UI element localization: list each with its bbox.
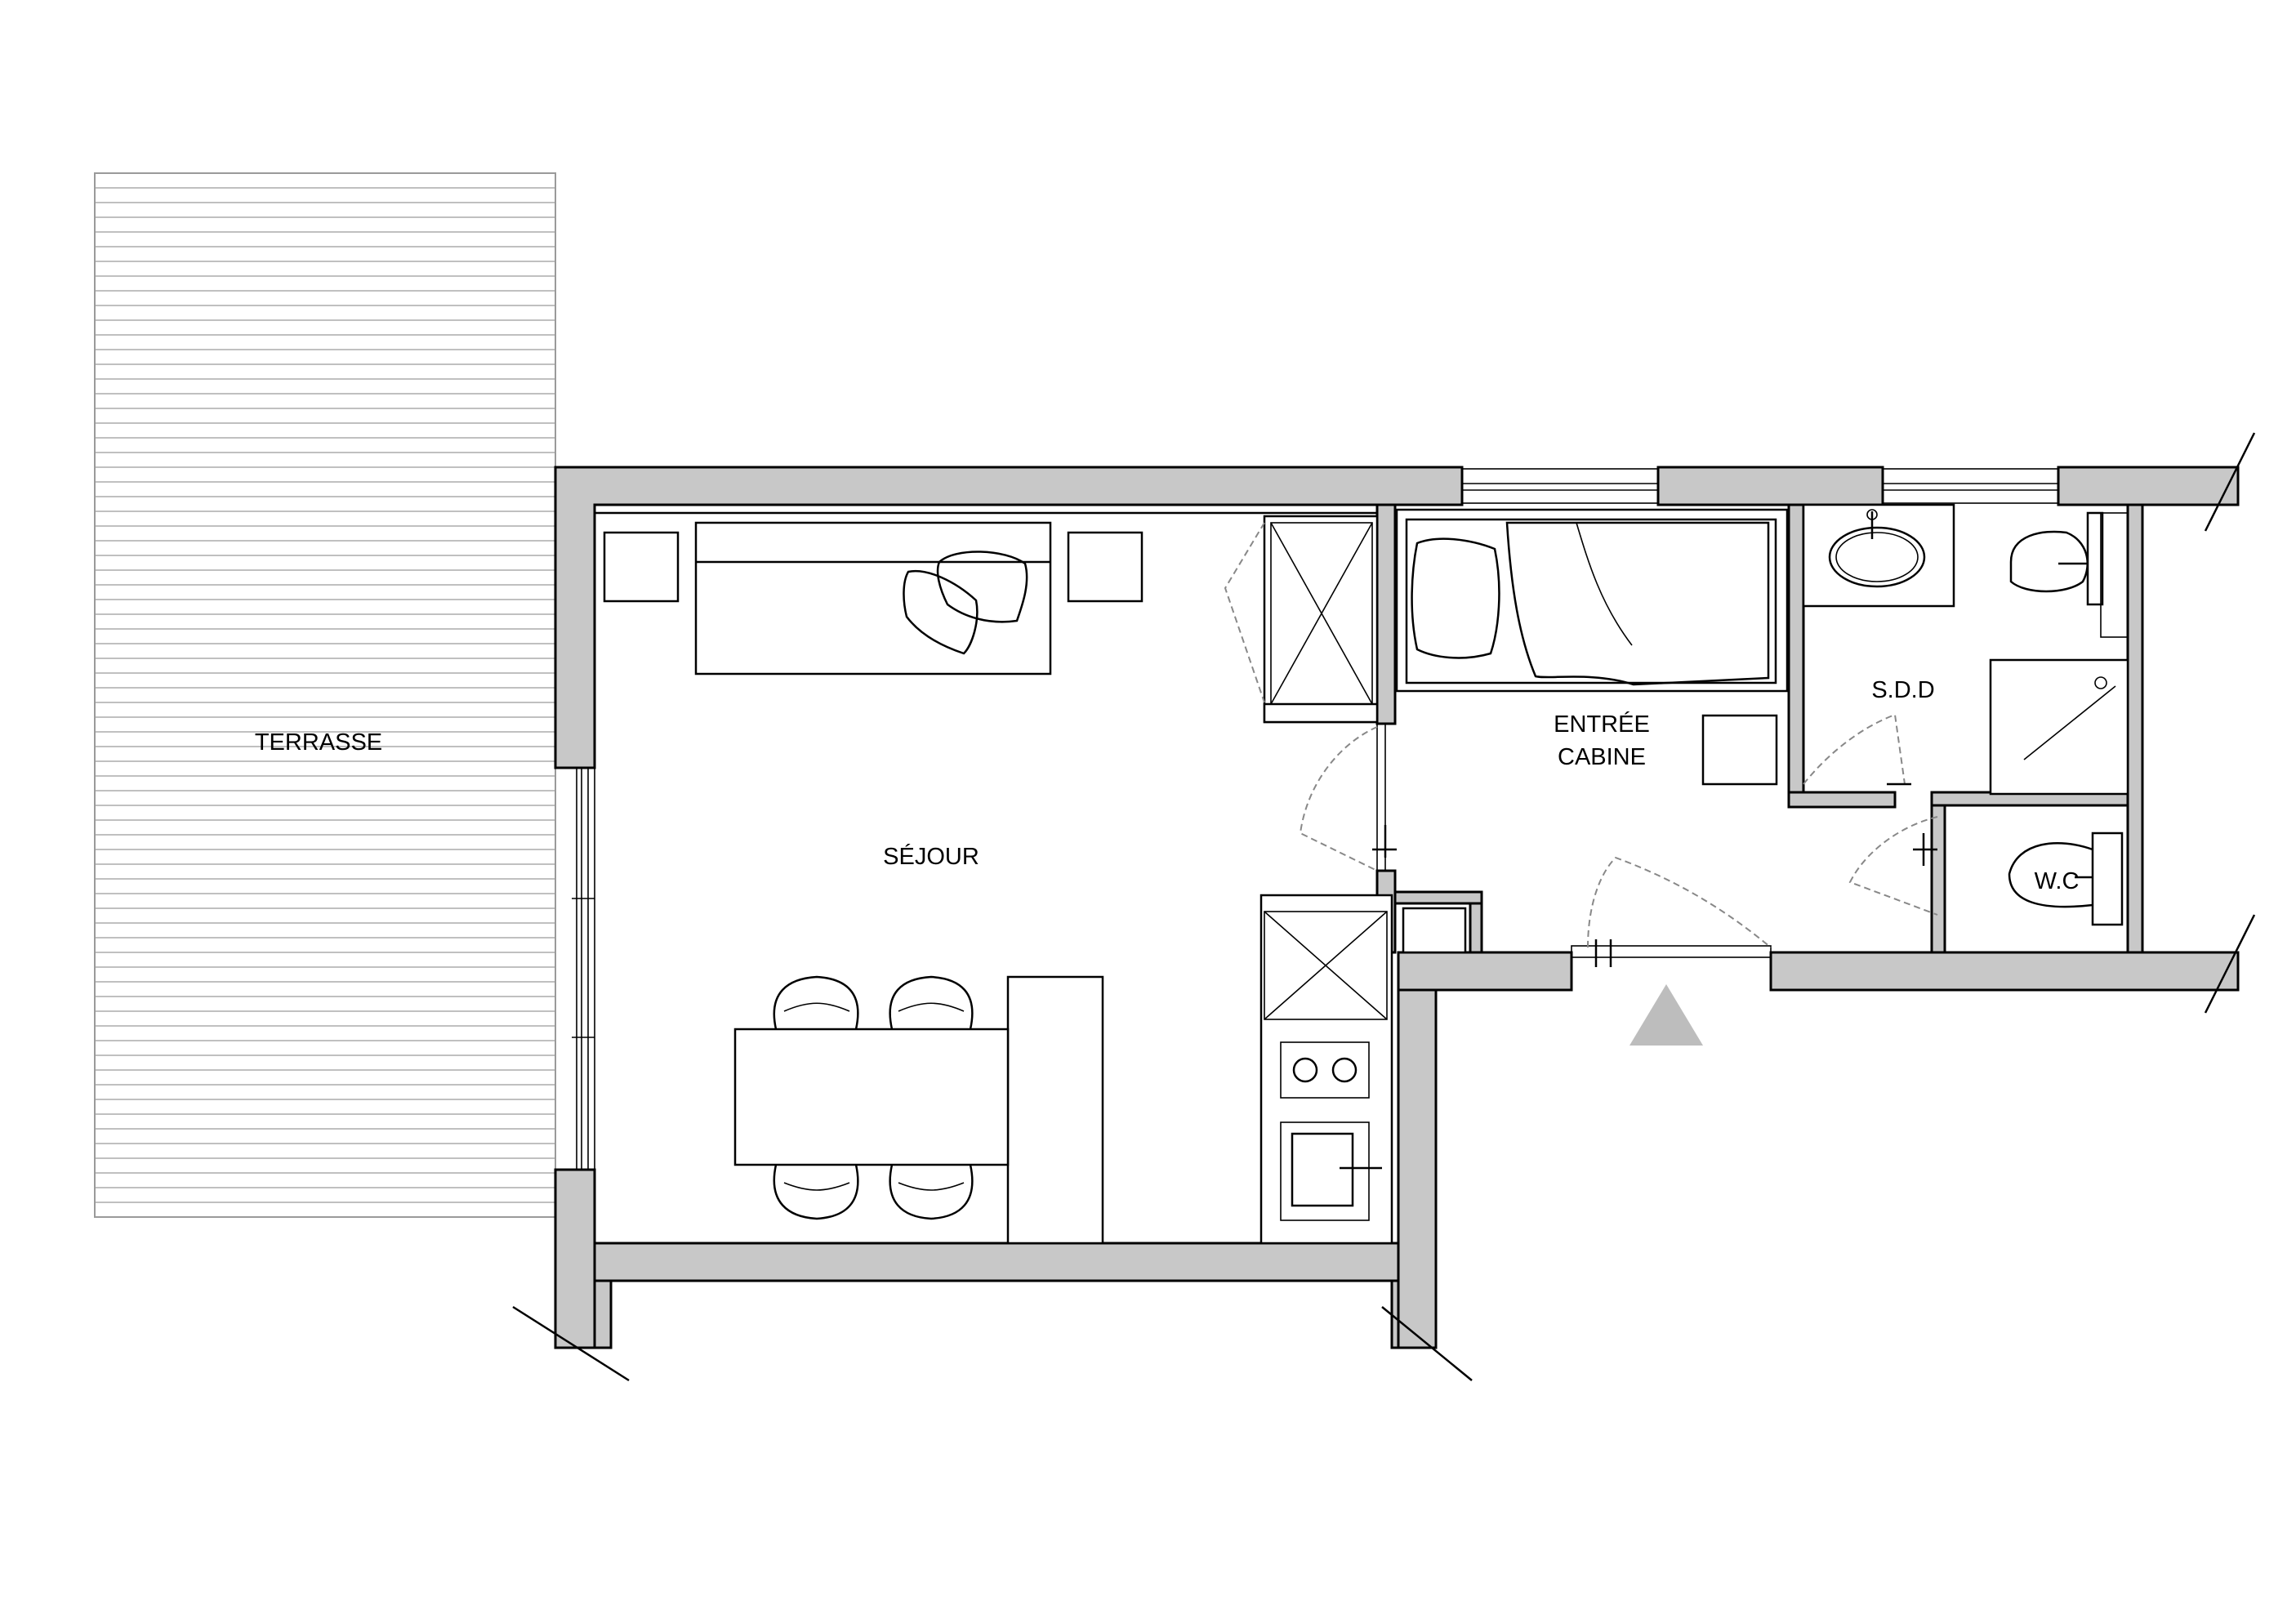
dining (733, 975, 1104, 1245)
entry-door (1571, 856, 1772, 1046)
break-lines (512, 432, 2256, 1382)
entry-cabinet (1701, 714, 1778, 786)
kitchen (1259, 894, 1393, 1245)
bed (1395, 508, 1789, 693)
chair-tr (889, 975, 974, 1030)
terrace (94, 172, 556, 1218)
door-living-entry (1299, 723, 1397, 872)
side-table-left (603, 531, 680, 603)
label-sejour: SÉJOUR (883, 843, 979, 870)
label-entree: ENTRÉE (1554, 711, 1650, 738)
chair-br (889, 1164, 974, 1220)
chair-tl (773, 975, 859, 1030)
closet-small (1402, 907, 1467, 954)
label-terrasse: TERRASSE (255, 729, 382, 756)
entrance-marker (1629, 984, 1703, 1046)
wc (1848, 816, 2124, 926)
wardrobe (1224, 515, 1379, 724)
label-wc: W.C (2035, 868, 2080, 894)
side-table-right (1067, 531, 1144, 603)
sofa (694, 521, 1052, 676)
terrace-decking (95, 187, 555, 1203)
label-cabine: CABINE (1558, 744, 1646, 770)
chair-bl (773, 1164, 859, 1220)
windows (572, 468, 2059, 1170)
bathroom (1802, 503, 2129, 796)
label-sdd: S.D.D (1871, 677, 1934, 703)
